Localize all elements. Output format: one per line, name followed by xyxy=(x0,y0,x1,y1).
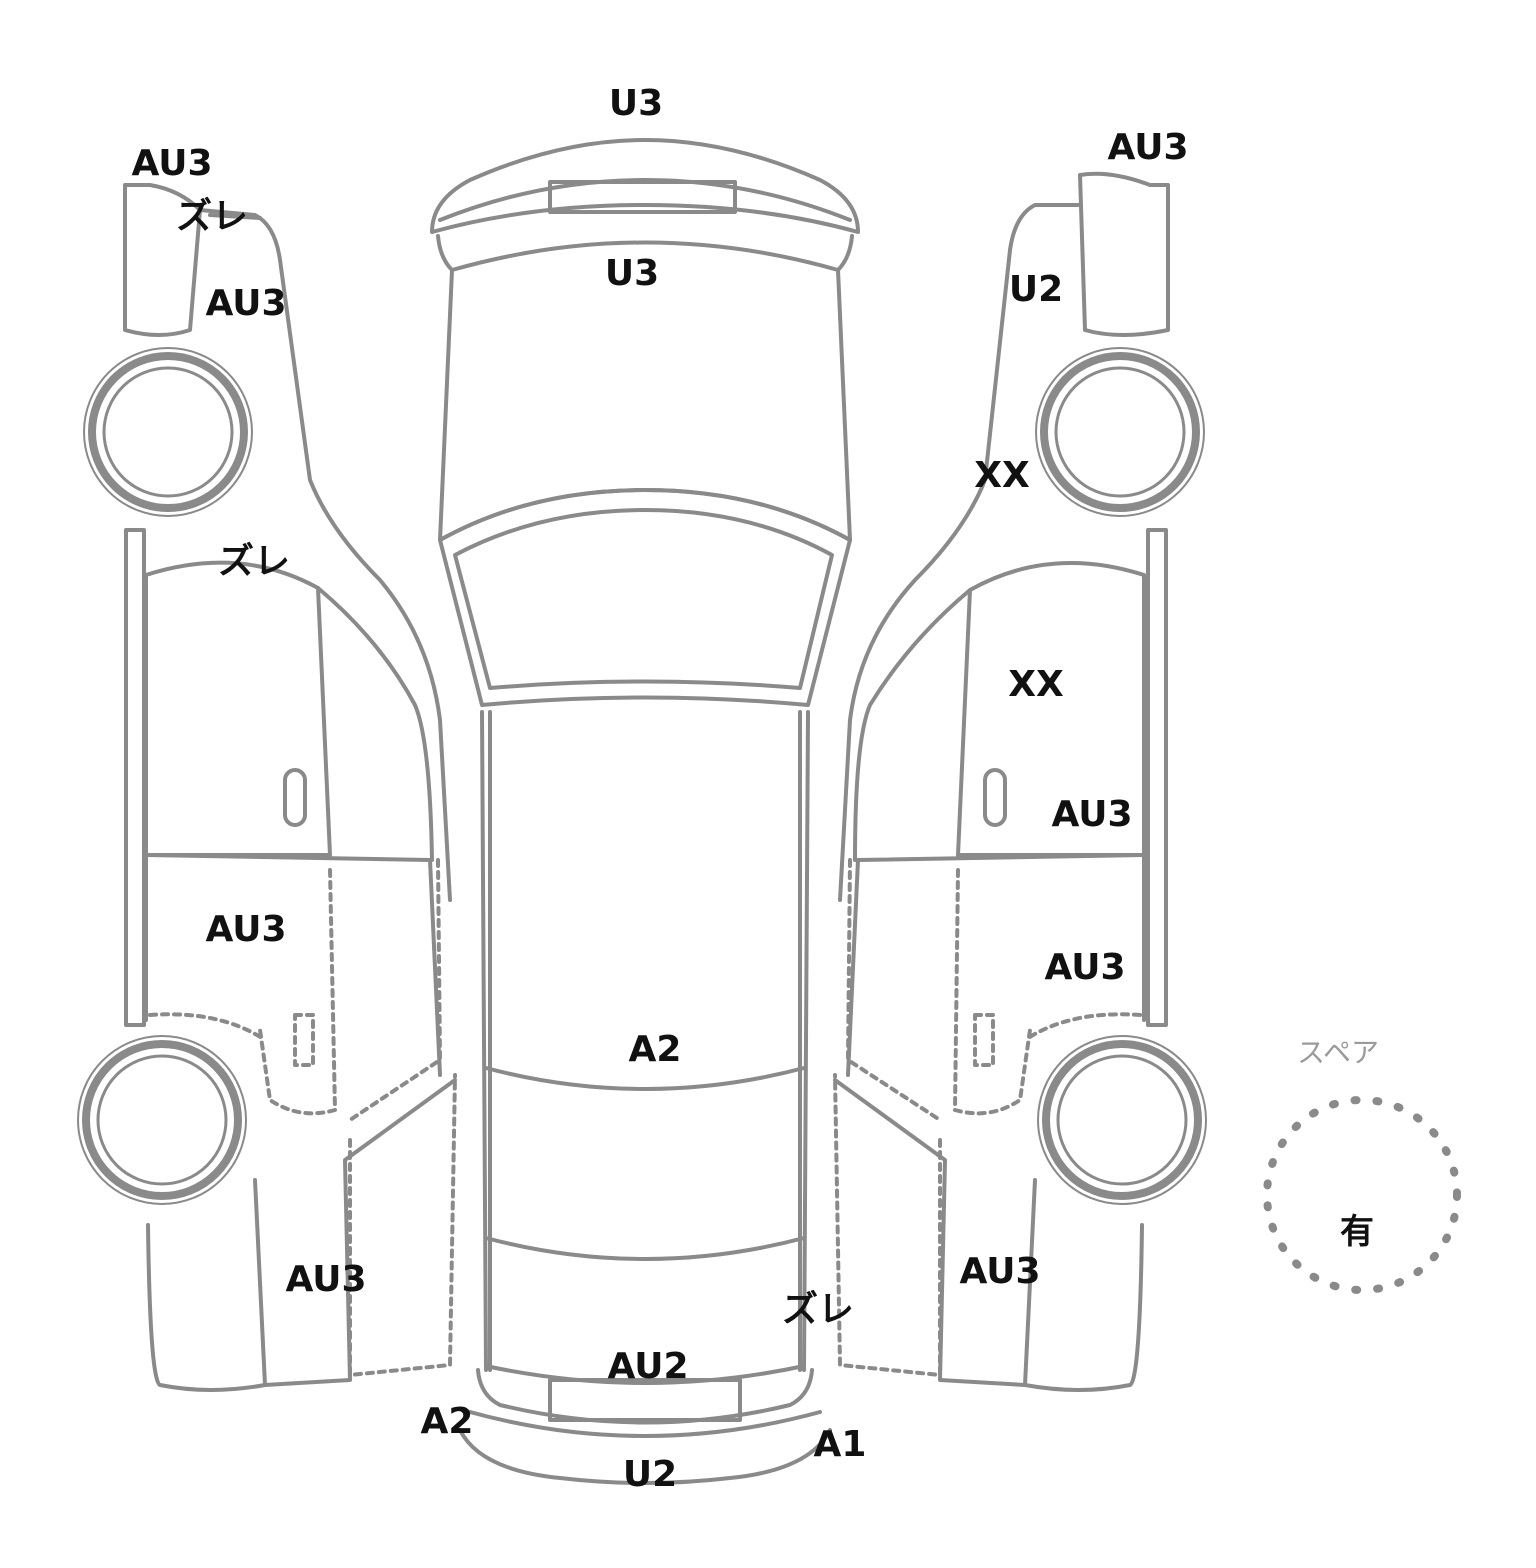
mark-left-rear-door-gap: ズレ xyxy=(217,541,291,582)
mark-roof: A2 xyxy=(628,1029,682,1070)
tire-right-front xyxy=(1037,1035,1207,1205)
mark-right-rear-fender: U2 xyxy=(1008,269,1064,310)
car-top-view xyxy=(430,138,860,1485)
tire-left-front xyxy=(77,1035,247,1205)
tires xyxy=(77,347,1207,1205)
mark-left-rear-corner: AU3 xyxy=(131,143,213,184)
tire-right-rear xyxy=(1035,347,1205,517)
mark-right-front-door: AU3 xyxy=(1044,947,1126,988)
mark-right-front-gap: ズレ xyxy=(781,1289,855,1330)
mark-left-rear-corner-gap: ズレ xyxy=(175,196,249,237)
mark-front-right-corner: A1 xyxy=(813,1424,867,1465)
mark-right-front-fender: AU3 xyxy=(959,1251,1041,1292)
right-dotted-lines xyxy=(833,858,1142,1377)
mark-hood: AU2 xyxy=(607,1346,689,1387)
mark-left-rear-fender: AU3 xyxy=(205,283,287,324)
spare-value: 有 xyxy=(1340,1212,1374,1252)
mark-right-rear-door: XX xyxy=(1008,664,1064,705)
mark-rear-bumper: U3 xyxy=(608,83,664,124)
mark-left-front-door: AU3 xyxy=(205,909,287,950)
mark-right-rear-corner: AU3 xyxy=(1107,127,1189,168)
mark-right-quarter: XX xyxy=(974,455,1030,496)
mark-right-rear-door-lower: AU3 xyxy=(1051,794,1133,835)
spare-tire-circle xyxy=(1263,1096,1461,1294)
left-dotted-lines xyxy=(148,858,457,1377)
mark-left-front-fender: AU3 xyxy=(285,1259,367,1300)
car-left-side-view xyxy=(123,183,457,1392)
tire-left-rear xyxy=(83,347,253,517)
mark-front-left-corner: A2 xyxy=(420,1401,474,1442)
mark-rear-door: U3 xyxy=(604,253,660,294)
mark-front-bumper: U2 xyxy=(622,1454,678,1495)
spare-label: スペア xyxy=(1296,1036,1380,1069)
car-right-side-view xyxy=(833,171,1170,1392)
